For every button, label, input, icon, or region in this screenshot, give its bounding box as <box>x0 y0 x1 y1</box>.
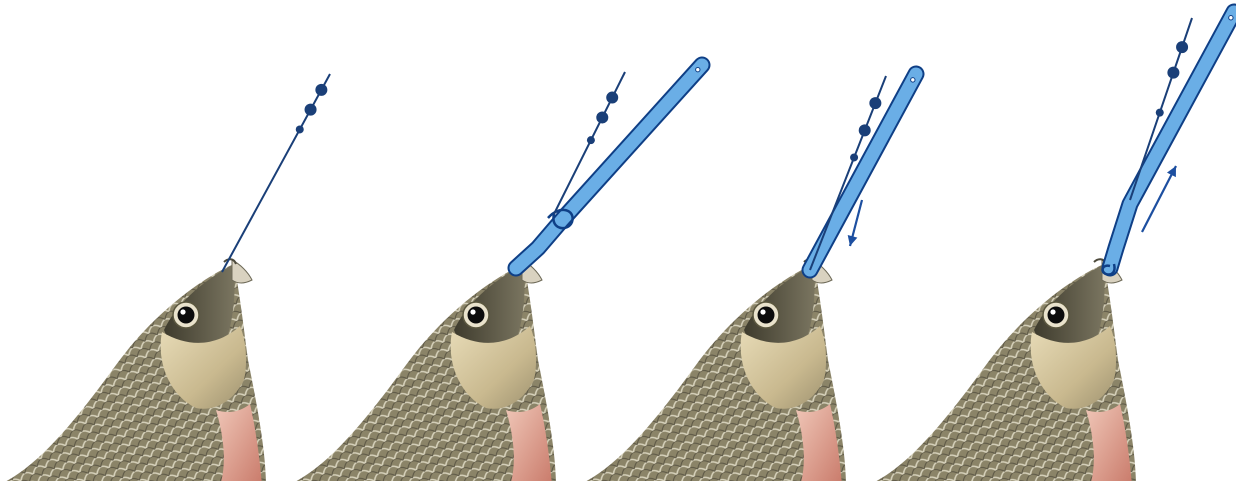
disgorger-eye <box>911 78 915 82</box>
bead <box>1176 41 1188 53</box>
bead <box>850 153 858 161</box>
bead <box>859 124 871 136</box>
bead <box>296 125 304 133</box>
bead <box>587 136 595 144</box>
bead <box>1167 67 1179 79</box>
bead <box>315 84 327 96</box>
step-panel-2 <box>286 65 702 481</box>
fish-head-icon <box>576 259 846 481</box>
bead <box>869 97 881 109</box>
fish-head-icon <box>0 259 266 481</box>
bead <box>305 104 317 116</box>
arrow-down-icon <box>848 235 858 246</box>
fish-head-icon <box>286 259 556 481</box>
disgorger-body <box>810 74 916 270</box>
bead <box>606 92 618 104</box>
disgorger-body <box>1110 12 1234 268</box>
bead <box>1156 109 1164 117</box>
bead <box>596 111 608 123</box>
step-panel-3 <box>576 74 916 481</box>
step-panel-4 <box>866 12 1234 481</box>
fish-head-icon <box>866 259 1136 481</box>
disgorger-eye <box>696 67 700 71</box>
disgorger-eye <box>1229 16 1233 20</box>
step-panel-1 <box>0 74 330 481</box>
fishing-line <box>222 74 330 272</box>
